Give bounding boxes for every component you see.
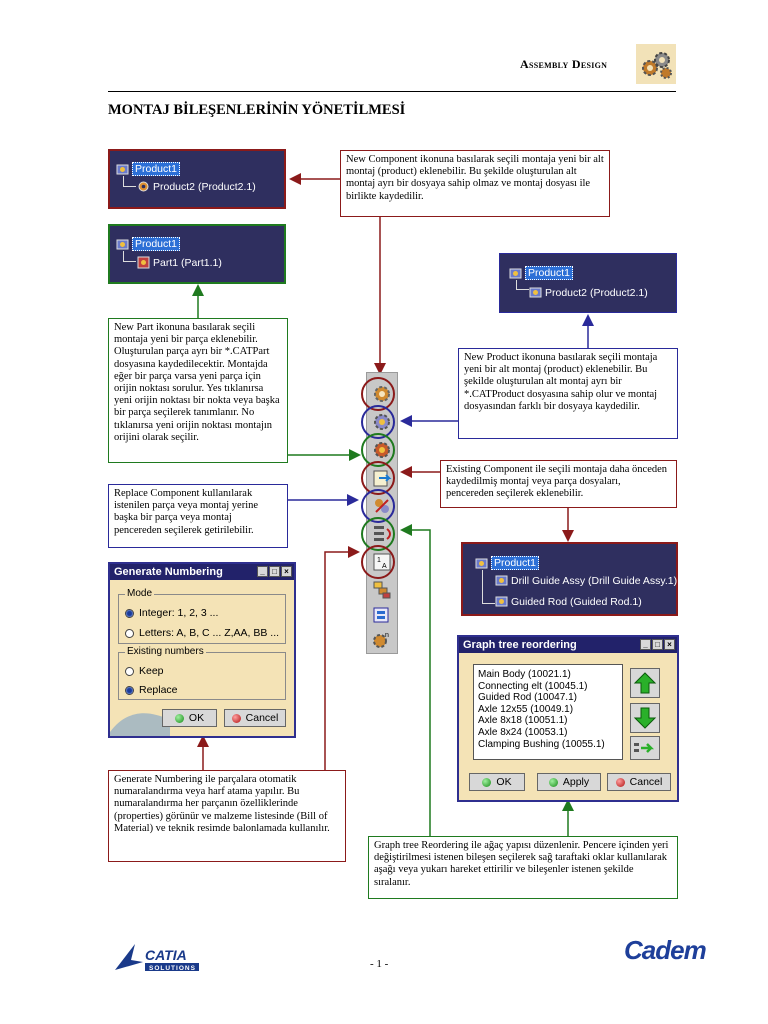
mode-group: Mode Integer: 1, 2, 3 ... Letters: A, B,… xyxy=(118,588,286,644)
close-button[interactable]: × xyxy=(664,639,675,650)
page-number: - 1 - xyxy=(370,958,389,970)
radio-keep[interactable]: Keep xyxy=(125,665,164,677)
header-title: Assembly Design xyxy=(520,57,608,71)
window-controls: _ □ × xyxy=(640,639,675,650)
graph-tree-reordering-dialog: Graph tree reordering _ □ × Main Body (1… xyxy=(457,635,679,802)
product-icon xyxy=(495,595,508,608)
tree-root-node[interactable]: Product1 xyxy=(509,266,574,280)
tree-connector xyxy=(516,280,529,290)
tree-new-component: Product1 Product2 (Product2.1) xyxy=(108,149,286,209)
tree-child-node[interactable]: Drill Guide Assy (Drill Guide Assy.1) xyxy=(495,574,677,587)
tree-child-node[interactable]: Product2 (Product2.1) xyxy=(137,180,256,193)
cancel-button[interactable]: Cancel xyxy=(224,709,286,727)
window-controls: _ □ × xyxy=(257,566,292,577)
selective-load-icon[interactable] xyxy=(371,579,393,601)
gears-icon xyxy=(636,44,676,84)
wave-decoration xyxy=(110,713,170,736)
highlight-generate-numbering xyxy=(361,545,395,579)
radio-unselected-icon xyxy=(125,666,134,676)
cadem-logo: Cadem xyxy=(624,935,707,965)
list-item[interactable]: Connecting elt (10045.1) xyxy=(478,680,588,692)
radio-selected-icon xyxy=(125,685,134,695)
list-item[interactable]: Main Body (10021.1) xyxy=(478,669,571,680)
catia-logo: CATIA SOLUTIONS xyxy=(113,940,203,976)
cancel-icon xyxy=(231,713,241,723)
multi-instantiation-icon[interactable]: n xyxy=(371,629,393,651)
ok-button[interactable]: OK xyxy=(469,773,525,791)
radio-integer[interactable]: Integer: 1, 2, 3 ... xyxy=(125,607,218,619)
list-item[interactable]: Clamping Bushing (10055.1) xyxy=(478,738,605,750)
note-new-product: New Product ikonuna basılarak seçili mon… xyxy=(458,348,678,439)
move-down-button[interactable] xyxy=(630,703,660,733)
part-icon xyxy=(137,256,150,269)
cancel-icon xyxy=(615,777,625,787)
note-new-part: New Part ikonuna basılarak seçili montaj… xyxy=(108,318,288,463)
apply-button[interactable]: Apply xyxy=(537,773,601,791)
close-button[interactable]: × xyxy=(281,566,292,577)
radio-unselected-icon xyxy=(125,628,134,638)
product-icon xyxy=(116,163,129,176)
maximize-button[interactable]: □ xyxy=(269,566,280,577)
list-item[interactable]: Axle 8x18 (10051.1) xyxy=(478,715,568,727)
list-item[interactable]: Axle 8x24 (10053.1) xyxy=(478,726,568,738)
tree-new-product: Product1 Product2 (Product2.1) xyxy=(499,253,677,313)
move-up-button[interactable] xyxy=(630,668,660,698)
note-new-component: New Component ikonuna basılarak seçili m… xyxy=(340,150,610,217)
ok-icon xyxy=(482,777,492,787)
product-icon xyxy=(495,574,508,587)
svg-text:n: n xyxy=(385,632,389,639)
page-title: MONTAJ BİLEŞENLERİNİN YÖNETİLMESİ xyxy=(108,102,406,118)
component-icon xyxy=(137,180,150,193)
dialog-titlebar: Graph tree reordering _ □ × xyxy=(459,637,677,653)
minimize-button[interactable]: _ xyxy=(640,639,651,650)
dialog-titlebar: Generate Numbering _ □ × xyxy=(110,564,294,580)
tree-root-node[interactable]: Product1 xyxy=(116,237,181,251)
tree-child-node[interactable]: Part1 (Part1.1) xyxy=(137,256,222,269)
catia-logo-text: CATIA xyxy=(145,947,187,963)
note-graph-tree: Graph tree Reordering ile ağaç yapısı dü… xyxy=(368,836,678,899)
tree-existing-component: Product1 Drill Guide Assy (Drill Guide A… xyxy=(461,542,678,616)
list-item[interactable]: Axle 12x55 (10049.1) xyxy=(478,703,574,715)
component-list[interactable]: Main Body (10021.1)Connecting elt (10045… xyxy=(473,664,623,760)
arrow-down-icon xyxy=(633,707,657,729)
tree-new-part: Product1 Part1 (Part1.1) xyxy=(108,224,286,284)
list-item[interactable]: Guided Rod (10047.1) xyxy=(478,692,577,704)
radio-selected-icon xyxy=(125,608,134,618)
tree-child-node[interactable]: Guided Rod (Guided Rod.1) xyxy=(495,595,642,608)
tree-root-node[interactable]: Product1 xyxy=(116,162,181,176)
note-existing-component: Existing Component ile seçili montaja da… xyxy=(440,460,677,508)
note-replace-component: Replace Component kullanılarak istenilen… xyxy=(108,484,288,548)
apply-icon xyxy=(548,777,558,787)
product-icon xyxy=(529,286,542,299)
product-icon xyxy=(509,267,522,280)
product-icon xyxy=(475,557,488,570)
arrow-up-icon xyxy=(633,672,657,694)
ok-button[interactable]: OK xyxy=(162,709,217,727)
manage-representations-icon[interactable] xyxy=(371,605,393,627)
catia-logo-subtext: SOLUTIONS xyxy=(149,965,196,972)
maximize-button[interactable]: □ xyxy=(652,639,663,650)
minimize-button[interactable]: _ xyxy=(257,566,268,577)
tree-connector xyxy=(123,176,136,187)
ok-icon xyxy=(174,713,184,723)
product-icon xyxy=(116,238,129,251)
catia-swoosh-icon: CATIA SOLUTIONS xyxy=(115,944,199,972)
radio-replace[interactable]: Replace xyxy=(125,684,178,696)
cancel-button[interactable]: Cancel xyxy=(607,773,671,791)
existing-numbers-group: Existing numbers Keep Replace xyxy=(118,646,286,700)
radio-letters[interactable]: Letters: A, B, C ... Z,AA, BB ... xyxy=(125,627,279,639)
tree-child-node[interactable]: Product2 (Product2.1) xyxy=(529,286,648,299)
tree-connector xyxy=(482,570,495,604)
move-into-icon xyxy=(634,743,655,753)
header-rule xyxy=(108,91,676,92)
generate-numbering-dialog: Generate Numbering _ □ × Mode Integer: 1… xyxy=(108,562,296,738)
move-into-button[interactable] xyxy=(630,736,660,760)
note-generate-numbering: Generate Numbering ile parçalara otomati… xyxy=(108,770,346,862)
tree-root-node[interactable]: Product1 xyxy=(475,556,540,570)
tree-connector xyxy=(123,251,136,262)
